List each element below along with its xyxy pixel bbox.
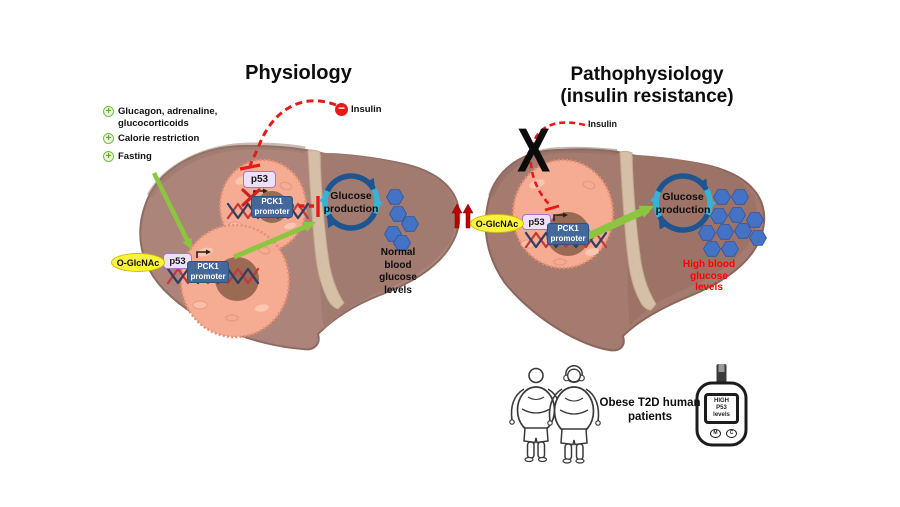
glucose-hexagon: [401, 216, 419, 232]
glucose-molecules-right: [698, 189, 767, 257]
normal-blood-glucose-label: Normal blood glucose levels: [379, 247, 417, 296]
glucose-hexagon: [713, 189, 731, 205]
glucose-hexagon: [731, 189, 749, 205]
obese-male-figure: [509, 367, 563, 463]
pck1-activation-arrow-right: [582, 205, 654, 242]
meter-button-c: C: [726, 429, 737, 438]
insulin-inhibition-arrow-left: [239, 99, 337, 171]
right-panel-subtitle: (insulin resistance): [560, 86, 734, 107]
stimulus-item-fasting: + Fasting: [103, 151, 239, 163]
left-panel-title: Physiology: [245, 62, 352, 84]
glucose-hexagon: [703, 241, 721, 257]
meter-display-text: HIGH P53 levels: [713, 398, 730, 418]
meter-screen: HIGH P53 levels: [704, 393, 739, 424]
pck1-promoter-box-right: PCK1 promoter: [547, 223, 589, 245]
minus-icon: −: [335, 102, 348, 116]
glucose-production-cycle-left: [318, 173, 384, 231]
meter-button-m: M: [710, 429, 721, 438]
obese-female-figure: [547, 365, 601, 464]
left-liver-top-shade: [146, 142, 306, 198]
glucose-hexagon: [734, 223, 752, 239]
upregulation-arrows-icon: [451, 203, 474, 229]
plus-icon: +: [103, 106, 114, 117]
stimulus-item-calorie-restriction: + Calorie restriction: [103, 133, 239, 145]
glucose-hexagon: [721, 241, 739, 257]
stimulus-label: Calorie restriction: [118, 133, 200, 144]
stimulus-label: Glucagon, adrenaline, glucocorticoids: [118, 106, 218, 129]
glucose-hexagon: [393, 235, 411, 251]
insulin-inhibition-arrow-right: [529, 121, 586, 212]
insulin-blocked-x-icon: X: [517, 115, 551, 186]
glucose-hexagon: [710, 208, 728, 224]
transcription-arrow-right: [553, 212, 568, 221]
glucose-molecules-left: [384, 189, 419, 251]
insulin-label-left: Insulin: [351, 104, 382, 115]
insulin-label-right: Insulin: [588, 119, 617, 129]
glucose-production-cycle-right: [649, 173, 717, 233]
glucose-hexagon: [386, 189, 404, 205]
glucose-hexagon: [728, 207, 746, 223]
pck1-promoter-box-left-bottom: PCK1 promoter: [187, 261, 229, 283]
p53-box-left-top: p53: [243, 171, 276, 188]
glucose-hexagon: [389, 206, 407, 222]
o-glcnac-badge-left: O-GlcNAc: [111, 253, 165, 272]
stimulus-label: Fasting: [118, 151, 152, 162]
right-liver-top-shade: [488, 146, 618, 198]
transcription-arrow-left-bottom: [196, 249, 211, 258]
high-blood-glucose-label: High blood glucose levels: [682, 259, 736, 293]
glucose-hexagon: [716, 224, 734, 240]
stimulus-item-glucagon: + Glucagon, adrenaline, glucocorticoids: [103, 106, 239, 129]
glucose-hexagon: [749, 230, 767, 246]
patients-caption: Obese T2D human patients: [599, 397, 701, 423]
glucose-hexagon: [698, 225, 716, 241]
plus-icon: +: [103, 151, 114, 162]
glucose-production-label-right: Glucose production: [655, 191, 711, 216]
fasting-activation-arrow: [151, 172, 193, 250]
o-glcnac-badge-right: O-GlcNAc: [470, 214, 524, 233]
right-liver-ligament: [619, 150, 657, 311]
pck1-activation-arrow-left: [233, 221, 316, 260]
pck1-promoter-box-left-top: PCK1 promoter: [251, 196, 293, 218]
glucose-production-label-left: Glucose production: [323, 190, 379, 215]
left-liver-right-lobe: [319, 153, 457, 330]
right-panel-title: Pathophysiology: [570, 64, 724, 85]
plus-icon: +: [103, 133, 114, 144]
left-liver-ligament: [307, 149, 345, 310]
glucose-hexagon: [746, 212, 764, 228]
